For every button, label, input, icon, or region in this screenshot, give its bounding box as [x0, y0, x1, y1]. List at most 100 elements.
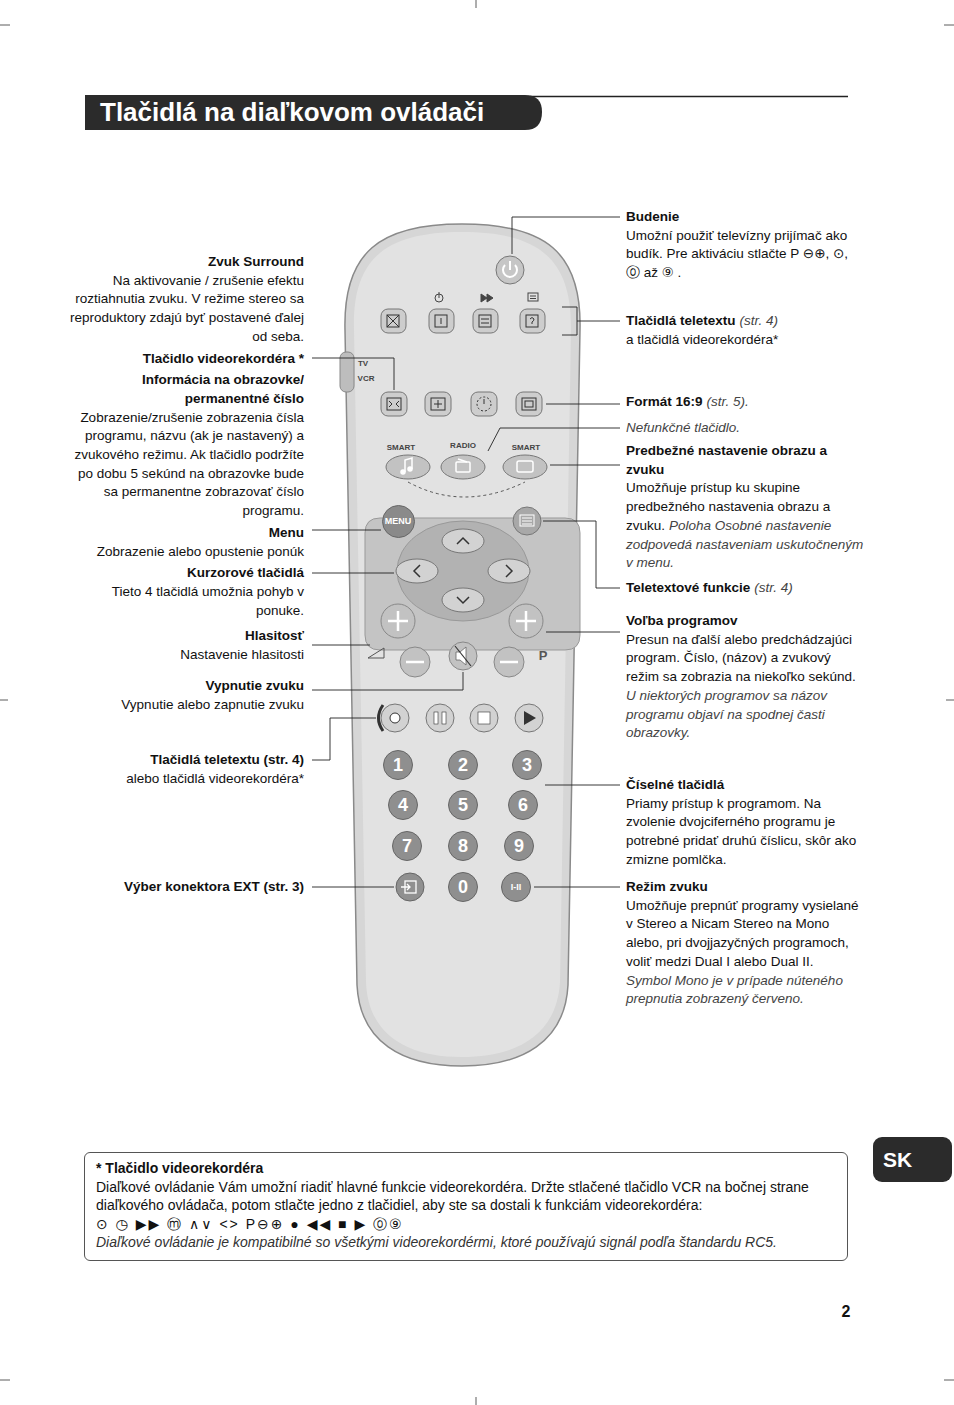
- callout-heading: Menu: [269, 525, 304, 540]
- remote-button: MENU: [382, 505, 415, 538]
- callout-text: (str. 4): [740, 313, 779, 328]
- footnote-text: ⊙ ◷ ▶▶ ⓜ ∧∨ <> P⊖⊕ ● ◀◀ ■ ▶ ⓪⑨: [96, 1215, 836, 1234]
- callout: Teletextové funkcie(str. 4): [626, 579, 864, 598]
- callout-heading: Predbežné nastavenie obrazu a zvuku: [626, 443, 827, 477]
- callout-line: Číselné tlačidlá: [626, 776, 864, 795]
- remote-button: 7: [392, 831, 422, 861]
- button-label: 4: [398, 796, 408, 814]
- callout-line: Tlačidlá teletextu (str. 4): [626, 312, 864, 331]
- callout: Nefunkčné tlačidlo.: [626, 419, 864, 438]
- callout: Voľba programovPresun na ďalší alebo pre…: [626, 612, 864, 743]
- callout-line: U niektorých programov sa názov programu…: [626, 687, 864, 743]
- callout-line: Priamy prístup k programom. Na zvolenie …: [626, 795, 864, 870]
- remote-button: 1: [383, 750, 413, 780]
- callout-line: Vypnutie alebo zapnutie zvuku: [68, 696, 304, 715]
- remote-button: 8: [448, 831, 478, 861]
- remote-button: 6: [508, 790, 538, 820]
- callout-line: Budenie: [626, 208, 864, 227]
- callout-heading: Tlačidlá teletextu (str. 4): [150, 752, 304, 767]
- callout-line: Na aktivovanie / zrušenie efektu roztiah…: [68, 272, 304, 347]
- remote-marking: P: [539, 648, 548, 663]
- callout-line: Informácia na obrazovke/ permanentné čís…: [68, 371, 304, 408]
- callout-heading: Formát 16:9: [626, 394, 703, 409]
- callout-line: Voľba programov: [626, 612, 864, 631]
- callout-line: Umožní použiť televízny prijímač ako bud…: [626, 227, 864, 283]
- callout-heading: Tlačidlá teletextu: [626, 313, 736, 328]
- callout-text: Nastavenie hlasitosti: [180, 647, 304, 662]
- footnote-box: * Tlačidlo videorekordéraDiaľkové ovláda…: [84, 1152, 848, 1261]
- callout-line: Zvuk Surround: [68, 253, 304, 272]
- button-label: 1: [393, 756, 403, 774]
- callout-line: Predbežné nastavenie obrazu a zvuku: [626, 442, 864, 479]
- footnote-text: Diaľkové ovládanie Vám umožní riadiť hla…: [96, 1178, 836, 1215]
- button-label: I-II: [511, 883, 522, 892]
- callout-text: a tlačidlá videorekordéra*: [626, 332, 778, 347]
- callout: HlasitosťNastavenie hlasitosti: [68, 627, 304, 664]
- footnote-text: Diaľkové ovládanie je kompatibilné so vš…: [96, 1233, 836, 1252]
- remote-button: 5: [448, 790, 478, 820]
- callout-line: Výber konektora EXT (str. 3): [68, 878, 304, 897]
- button-label: 2: [458, 756, 468, 774]
- callout-line: alebo tlačidlá videorekordéra*: [68, 770, 304, 789]
- callout-text: Vypnutie alebo zapnutie zvuku: [121, 697, 304, 712]
- callout-text: (str. 5).: [707, 394, 749, 409]
- callout: BudenieUmožní použiť televízny prijímač …: [626, 208, 864, 283]
- footnote-text: * Tlačidlo videorekordéra: [96, 1159, 836, 1178]
- button-label: 3: [522, 756, 532, 774]
- callout-text: Symbol Mono je v prípade núteného prepnu…: [626, 973, 843, 1007]
- callout-line: a tlačidlá videorekordéra*: [626, 331, 864, 350]
- callout-line: Presun na ďalší alebo predchádzajúci pro…: [626, 631, 864, 687]
- callout: Informácia na obrazovke/ permanentné čís…: [68, 371, 304, 521]
- callout-text: Nefunkčné tlačidlo.: [626, 420, 740, 435]
- callout-text: Presun na ďalší alebo predchádzajúci pro…: [626, 632, 856, 684]
- callout: Tlačidlá teletextu (str. 4) a tlačidlá vid…: [626, 312, 864, 349]
- callout: Tlačidlo videorekordéra *: [68, 350, 304, 369]
- callout-line: Zobrazenie/zrušenie zobrazenia čísla pro…: [68, 409, 304, 521]
- callout-line: Teletextové funkcie(str. 4): [626, 579, 864, 598]
- callout-heading: Režim zvuku: [626, 879, 708, 894]
- callout: Kurzorové tlačidláTieto 4 tlačidlá umožn…: [68, 564, 304, 620]
- callout-text: Umožňuje prepnúť programy vysielané v St…: [626, 898, 858, 969]
- remote-button: 3: [512, 750, 542, 780]
- callout-line: Tlačidlá teletextu (str. 4): [68, 751, 304, 770]
- remote-marking: VCR: [358, 374, 375, 383]
- remote-button: 9: [504, 831, 534, 861]
- remote-marking: SMART: [387, 443, 415, 452]
- remote-button: 2: [448, 750, 478, 780]
- callout-line: Režim zvuku: [626, 878, 864, 897]
- callout-line: Vypnutie zvuku: [68, 677, 304, 696]
- callout: Zvuk Surround Na aktivovanie / zrušenie e…: [68, 253, 304, 347]
- tab-label: SK: [883, 1148, 912, 1172]
- callout-text: alebo tlačidlá videorekordéra*: [126, 771, 304, 786]
- remote-marking: RADIO: [450, 441, 476, 450]
- button-label: 0: [458, 878, 468, 896]
- callout: Výber konektora EXT (str. 3): [68, 878, 304, 897]
- callout-line: Umožňuje prepnúť programy vysielané v St…: [626, 897, 864, 972]
- callout: Vypnutie zvukuVypnutie alebo zapnutie zv…: [68, 677, 304, 714]
- page-number: 2: [842, 1303, 851, 1321]
- callout-line: Tieto 4 tlačidlá umožnia pohyb v ponuke.: [68, 583, 304, 620]
- callout-line: Symbol Mono je v prípade núteného prepnu…: [626, 972, 864, 1009]
- button-label: 5: [458, 796, 468, 814]
- callout: Predbežné nastavenie obrazu a zvukuUmožň…: [626, 442, 864, 573]
- callout-heading: Budenie: [626, 209, 679, 224]
- button-label: 8: [458, 837, 468, 855]
- callout-line: Kurzorové tlačidlá: [68, 564, 304, 583]
- callout-line: Tlačidlo videorekordéra *: [68, 350, 304, 369]
- callout-text: Zobrazenie/zrušenie zobrazenia čísla pro…: [74, 410, 304, 519]
- callout-line: Nefunkčné tlačidlo.: [626, 419, 864, 438]
- callout-line: Nastavenie hlasitosti: [68, 646, 304, 665]
- button-label: 6: [518, 796, 528, 814]
- callout-heading: Zvuk Surround: [208, 254, 304, 269]
- callout-text: U niektorých programov sa názov programu…: [626, 688, 827, 740]
- remote-marking: SMART: [512, 443, 540, 452]
- callout-heading: Tlačidlo videorekordéra *: [143, 351, 304, 366]
- callout-text: Tieto 4 tlačidlá umožnia pohyb v ponuke.: [112, 584, 304, 618]
- callout: Tlačidlá teletextu (str. 4) alebo tlačidl…: [68, 751, 304, 788]
- callout-heading: Vypnutie zvuku: [205, 678, 304, 693]
- callout: MenuZobrazenie alebo opustenie ponúk: [68, 524, 304, 561]
- callout-line: Hlasitosť: [68, 627, 304, 646]
- callout-line: Zobrazenie alebo opustenie ponúk: [68, 543, 304, 562]
- button-label: 7: [402, 837, 412, 855]
